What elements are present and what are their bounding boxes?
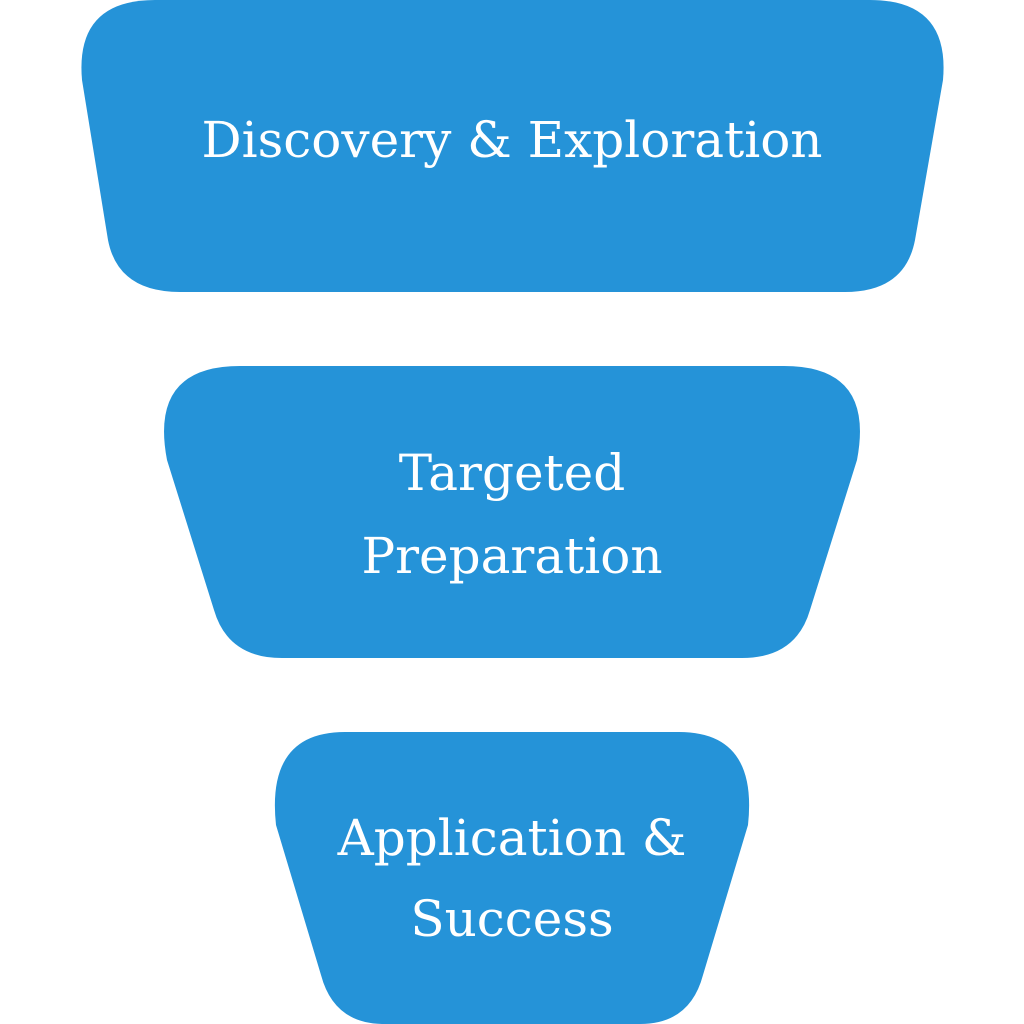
funnel-stage-label-line-1: Targeted <box>399 444 625 502</box>
funnel-stage-application: Application & Success <box>274 732 750 1024</box>
funnel-stage-label-line-2: Preparation <box>361 527 662 585</box>
funnel-stage-label: Discovery & Exploration <box>201 111 822 169</box>
funnel-stage-shape <box>164 366 860 658</box>
funnel-stage-preparation: Targeted Preparation <box>164 366 860 658</box>
funnel-stage-discovery: Discovery & Exploration <box>81 0 944 292</box>
funnel-stage-shape <box>81 0 944 292</box>
funnel-stage-label-line-1: Application & <box>337 809 687 867</box>
funnel-stage-label-line-2: Success <box>410 890 613 948</box>
funnel-stage-shape <box>274 732 750 1024</box>
